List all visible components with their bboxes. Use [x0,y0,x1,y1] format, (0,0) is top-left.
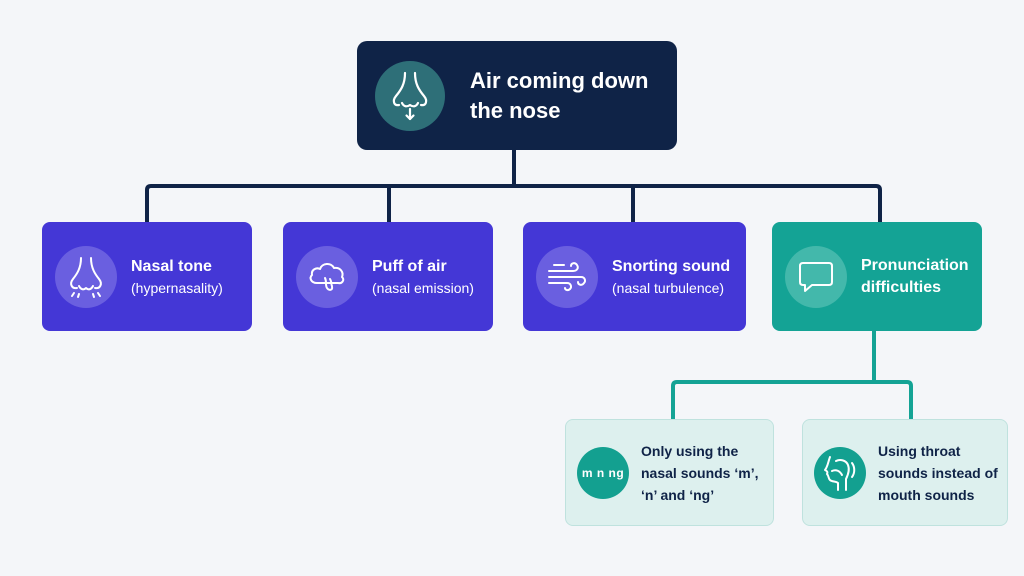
symptom-snorting-sound: Snorting sound (nasal turbulence) [523,222,746,331]
detail-nasal-sounds-only: m n ng Only using the nasal sounds ‘m’, … [565,419,774,526]
symptom-subtitle: (hypernasality) [131,279,223,296]
wind-icon [536,245,598,308]
symptom-title: Snorting sound [612,257,731,275]
symptom-title: Puff of air [372,257,447,275]
detail-throat-sounds: Using throat sounds instead of mouth sou… [802,419,1008,526]
symptom-nasal-tone: Nasal tone (hypernasality) [42,222,252,331]
connector-root-branch [145,184,882,222]
symptom-pronunciation-difficulties: Pronunciation difficulties [772,222,982,331]
connector-pron-branch [671,380,913,419]
nose-air-icon [375,60,445,131]
detail-label: Using throat sounds instead of mouth sou… [878,442,998,503]
throat-profile-icon [814,446,866,499]
detail-label: Only using the nasal sounds ‘m’, ‘n’ and… [641,442,759,503]
symptom-title: Nasal tone [131,257,212,275]
symptom-subtitle: (nasal turbulence) [612,279,725,296]
root-label: Air coming down the nose [470,67,649,123]
mnng-icon: m n ng [577,446,629,499]
cloud-puff-icon [296,245,358,308]
nose-icon [55,245,117,308]
root-node: Air coming down the nose [357,41,677,150]
mnng-icon-text: m n ng [581,465,625,480]
speech-bubble-icon [785,245,847,308]
symptom-subtitle: (nasal emission) [372,279,474,296]
symptom-title: Pronunciation difficulties [861,256,969,296]
symptom-puff-of-air: Puff of air (nasal emission) [283,222,493,331]
